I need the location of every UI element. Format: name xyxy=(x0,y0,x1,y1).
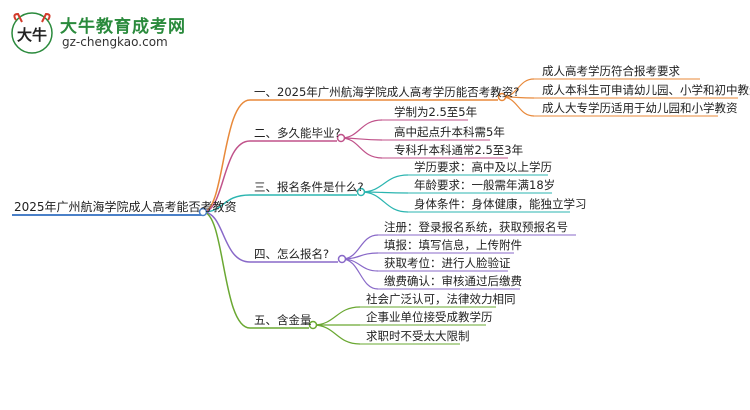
connector-root-b4 xyxy=(202,211,251,263)
b1-collapse-toggle[interactable] xyxy=(497,92,507,102)
branch-5-child-1[interactable]: 社会广泛认可，法律效力相同 xyxy=(366,292,516,306)
branch-2[interactable]: 二、多久能毕业? xyxy=(254,126,341,140)
branch-1-child-3[interactable]: 成人大专学历适用于幼儿园和小学教资 xyxy=(542,101,738,115)
bull-logo-icon: 大牛 xyxy=(11,12,53,54)
b5-collapse-toggle[interactable] xyxy=(308,320,318,330)
connector-b2-c1 xyxy=(340,119,383,139)
connector-b4-c4 xyxy=(341,258,379,290)
branch-4-child-1[interactable]: 注册：登录报名系统，获取预报名号 xyxy=(384,220,568,234)
connector-b3-c1 xyxy=(360,174,409,193)
logo-url: gz-chengkao.com xyxy=(62,35,168,49)
connector-root-b5 xyxy=(202,211,251,329)
connector-b4-c3 xyxy=(341,258,379,272)
branch-2-child-2[interactable]: 高中起点升本科需5年 xyxy=(394,125,505,139)
connector-root-b2 xyxy=(202,140,251,213)
branch-3-child-3[interactable]: 身体条件：身体健康，能独立学习 xyxy=(414,197,587,211)
branch-4-child-2[interactable]: 填报：填写信息，上传附件 xyxy=(384,238,522,252)
branch-2-child-3[interactable]: 专科升本科通常2.5至3年 xyxy=(394,143,524,157)
root-node[interactable]: 2025年广州航海学院成人高考能否考教资 xyxy=(14,200,237,214)
branch-5-child-2[interactable]: 企事业单位接受成教学历 xyxy=(366,310,493,324)
branch-4-child-3[interactable]: 获取考位：进行人脸验证 xyxy=(384,256,511,270)
branch-4-child-4[interactable]: 缴费确认：审核通过后缴费 xyxy=(384,274,522,288)
branch-3-child-2[interactable]: 年龄要求：一般需年满18岁 xyxy=(414,178,556,192)
logo-mark-text: 大牛 xyxy=(17,26,47,44)
connector-b2-c3 xyxy=(340,137,383,159)
b4-collapse-toggle[interactable] xyxy=(337,254,347,264)
site-logo[interactable]: 大牛 大牛教育成考网 gz-chengkao.com xyxy=(8,10,248,56)
connector-b1-c3 xyxy=(501,96,535,117)
connector-root-b3 xyxy=(202,194,251,213)
branch-2-child-1[interactable]: 学制为2.5至5年 xyxy=(394,105,478,119)
connector-b5-c3 xyxy=(312,324,361,345)
branch-5-child-3[interactable]: 求职时不受太大限制 xyxy=(366,329,470,343)
branch-4[interactable]: 四、怎么报名? xyxy=(254,247,330,261)
branch-5[interactable]: 五、含金量 xyxy=(254,313,312,327)
root-collapse-toggle[interactable] xyxy=(198,207,208,217)
logo-title: 大牛教育成考网 xyxy=(60,17,186,37)
b2-collapse-toggle[interactable] xyxy=(336,133,346,143)
connector-root-b1 xyxy=(202,99,251,213)
branch-1-child-2[interactable]: 成人本科生可申请幼儿园、小学和初中教资 xyxy=(542,83,750,97)
branch-3[interactable]: 三、报名条件是什么? xyxy=(254,180,364,194)
branch-1-child-1[interactable]: 成人高考学历符合报考要求 xyxy=(542,64,680,78)
connector-b3-c3 xyxy=(360,191,409,213)
branch-1[interactable]: 一、2025年广州航海学院成人高考学历能否考教资? xyxy=(254,85,520,99)
branch-3-child-1[interactable]: 学历要求：高中及以上学历 xyxy=(414,160,552,174)
connector-b5-c1 xyxy=(312,306,361,326)
b3-collapse-toggle[interactable] xyxy=(356,187,366,197)
